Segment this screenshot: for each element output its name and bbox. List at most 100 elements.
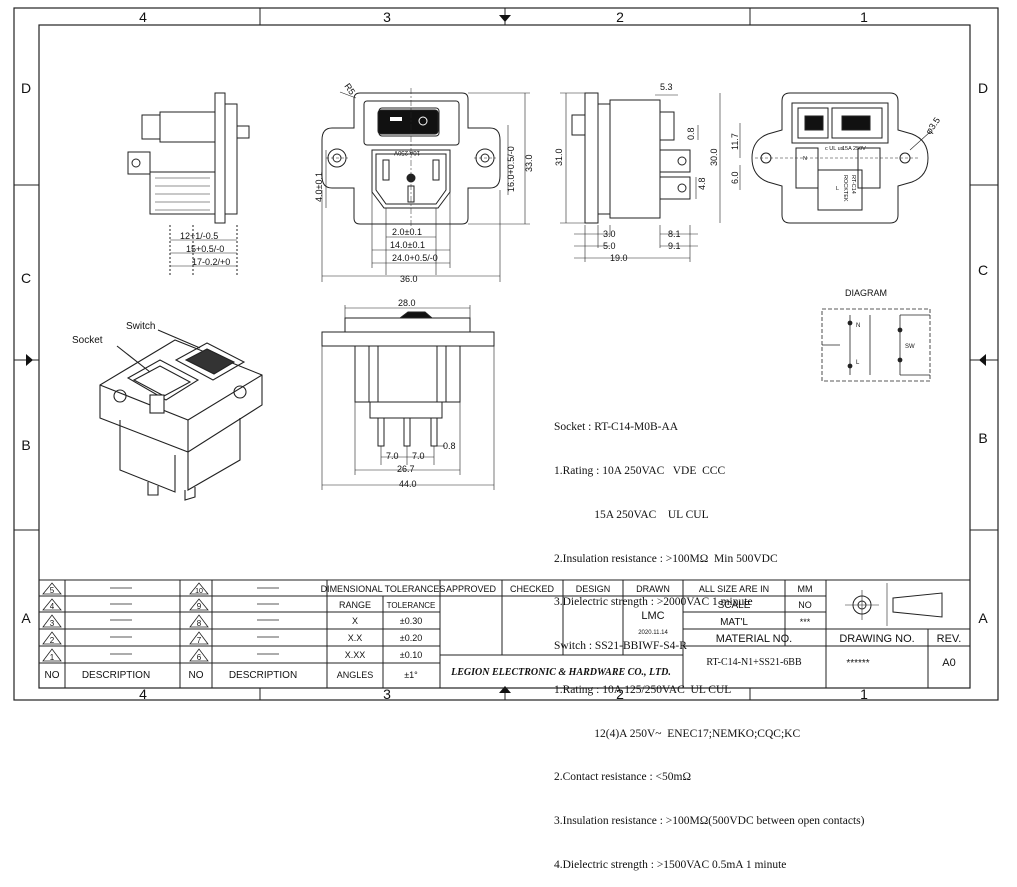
drawn-by: LMC [641,610,664,622]
diagram-label-n: N [856,323,860,329]
dim-rs-5: 3.0 [603,229,616,239]
rev-value: A0 [942,657,955,669]
diagram-title: DIAGRAM [845,288,887,298]
spec-line-2: 1.Rating : 10A 250VAC VDE CCC [554,464,726,477]
spec-line-8: 12(4)A 250V~ ENEC17;NEMKO;CQC;KC [554,727,801,740]
tol-range-3: X.XX [345,650,366,660]
checked-header: CHECKED [510,584,555,594]
zone-right-C: C [978,262,988,278]
zone-top-2: 2 [616,9,624,25]
engineering-drawing: 4 3 2 1 4 3 2 1 D C B A D C B A [13,7,999,702]
rev-left-2: 2 [50,636,55,645]
tol-value-4: ±1° [404,670,418,680]
tolerance-header: TOLERANCE [387,601,436,610]
front-view-dims: R5 2.0±0.1 14.0±0.1 24.0+0.5/-0 36.0 4.0… [314,81,534,284]
revision-arrows [110,587,279,655]
tol-value-3: ±0.10 [400,650,422,660]
tolerances-title: DIMENSIONAL TOLERANCES [321,584,446,594]
spec-line-11: 4.Dielectric strength : >1500VAC 0.5mA 1… [554,859,787,871]
scale-value: NO [798,600,812,610]
diagram-label-sw: SW [905,344,915,350]
title-block-text: 5 4 3 2 1 10 9 8 7 6 NO DESCRIPTION NO D… [45,584,962,681]
rev-left-4: 4 [50,602,55,611]
rear-mark-5: N [803,156,807,162]
drawing-no: ****** [846,658,869,669]
zone-left-D: D [21,80,31,96]
dim-rs-9: 9.1 [668,241,681,251]
drawn-date: 2020.11.14 [638,630,668,636]
zone-top-1: 1 [860,9,868,25]
zone-bottom-2: 2 [616,686,624,702]
rev-right-8: 8 [197,619,202,628]
zone-bottom-4: 4 [139,686,147,702]
label-socket: Socket [72,335,103,346]
spec-line-5: 3.Dielectric strength : >2000VAC 1 minut… [554,596,753,609]
rear-view [739,92,931,224]
dim-rs-2: 0.8 [686,127,696,140]
tol-range-2: X.X [348,633,363,643]
dim-front-3: 24.0+0.5/-0 [392,253,438,263]
dim-top-1: 28.0 [398,298,416,308]
dim-front-1: 2.0±0.1 [392,227,422,237]
dim-rs-7: 19.0 [610,253,628,263]
drawing-no-label: DRAWING NO. [839,633,914,645]
no-header-right: NO [189,670,204,681]
spec-line-6: Switch : SS21-BBIWF-S4-R [554,640,687,653]
centering-arrows [26,15,986,693]
dim-top-3: 7.0 [386,451,399,461]
scale-label: SCALE [718,600,751,611]
rev-left-3: 3 [50,619,55,628]
right-side-dims: 5.3 0.8 31.0 4.8 3.0 5.0 19.0 8.1 9.1 30… [554,82,719,263]
isometric-view [99,329,263,501]
dim-rear-3: φ3.5 [923,115,942,136]
specifications: Socket : RT-C14-M0B-AA 1.Rating : 10A 25… [554,391,864,887]
matl-label: MAT'L [720,617,748,628]
size-label: ALL SIZE ARE IN [699,584,769,594]
dim-front-2: 14.0±0.1 [390,240,425,250]
zone-labels: 4 3 2 1 4 3 2 1 D C B A D C B A [21,9,988,702]
right-side-view [560,92,721,262]
zone-left-C: C [21,270,31,286]
rev-right-9: 9 [197,602,202,611]
zone-right-D: D [978,80,988,96]
size-unit: MM [798,584,813,594]
dim-front-6: 16.0+0.5/-0 [506,146,516,192]
zone-bottom-3: 3 [383,686,391,702]
no-header-left: NO [45,670,60,681]
zone-top-4: 4 [139,9,147,25]
tol-range-4: ANGLES [337,670,374,680]
dim-side-3: 17-0.2/+0 [192,257,230,267]
dim-rs-1: 5.3 [660,82,673,92]
rev-label: REV. [937,633,962,645]
approved-header: APPROVED [446,584,497,594]
iso-labels: Socket Switch [72,321,155,346]
matl-value: *** [800,617,811,627]
dim-rs-3: 31.0 [554,148,564,166]
side-view [127,92,250,275]
rear-mark-1: RT-C14 [850,175,856,194]
dim-rear-1: 11.7 [730,133,740,150]
zone-left-A: A [21,610,31,626]
diagram-label-l: L [856,360,860,366]
top-view-dims: 28.0 0.8 7.0 7.0 26.7 44.0 [386,298,456,489]
dim-rs-6: 5.0 [603,241,616,251]
rear-mark-2: ROCKTEK [842,175,848,202]
rev-left-1: 1 [50,653,55,662]
spec-line-7: 1.Rating : 10A 125/250VAC UL CUL [554,683,732,696]
rear-mark-4: c UL us [825,146,844,152]
description-header-right: DESCRIPTION [229,670,297,681]
rev-right-6: 6 [197,653,202,662]
dim-front-5: 4.0±0.1 [314,172,324,202]
spec-line-9: 2.Contact resistance : <50mΩ [554,771,692,784]
dim-rear-2: 6.0 [730,171,740,184]
rev-left-5: 5 [50,586,55,595]
dim-front-7: 33.0 [524,154,534,172]
wiring-diagram-labels: DIAGRAM N L SW [845,288,915,366]
dim-front-4: 36.0 [400,274,418,284]
dim-rs-8: 8.1 [668,229,681,239]
top-view [321,305,495,490]
spec-line-1: Socket : RT-C14-M0B-AA [554,421,679,434]
material-no-label: MATERIAL NO. [716,633,792,645]
rear-view-markings: RT-C14 ROCKTEK 15A 250V~ c UL us N L [803,146,869,202]
front-view [321,88,530,282]
